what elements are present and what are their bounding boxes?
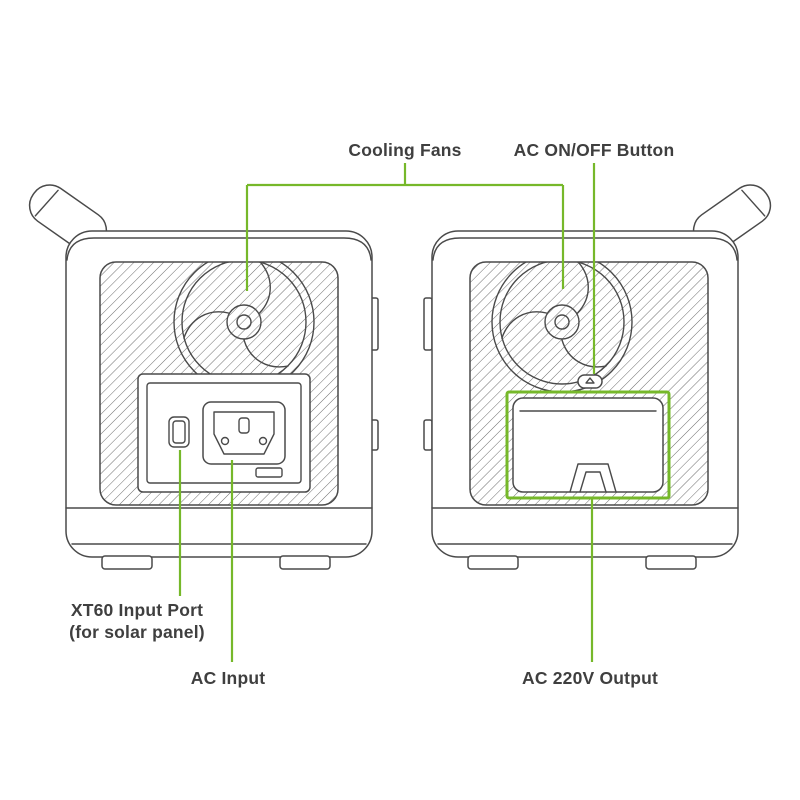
cooling-fans-callout-line xyxy=(245,163,565,291)
ac-output-highlight-frame xyxy=(505,390,671,500)
left-foot xyxy=(279,555,331,570)
callout-lines xyxy=(178,163,596,662)
ac-input-label: AC Input xyxy=(190,668,266,688)
ac-outlet-cover xyxy=(512,397,664,493)
left-input-panel xyxy=(137,373,311,493)
rating-label-plate xyxy=(255,467,283,478)
outlet-cover-latch-inner xyxy=(579,471,607,493)
ac-on-off-button xyxy=(577,374,603,389)
right-side-port-tab xyxy=(423,297,433,351)
ac-on-off-label: AC ON/OFF Button xyxy=(513,140,675,160)
xt60-label-line2: (for solar panel) xyxy=(69,622,205,643)
cooling-fans-label: Cooling Fans xyxy=(348,140,462,160)
ac-output-label: AC 220V Output xyxy=(521,668,659,688)
right-foot xyxy=(467,555,519,570)
left-foot xyxy=(101,555,153,570)
right-side-port-tab xyxy=(423,419,433,451)
outlet-cover-latch xyxy=(569,463,617,493)
xt60-label-line1: XT60 Input Port xyxy=(70,600,204,620)
xt60-label: XT60 Input Port (for solar panel) xyxy=(69,599,205,644)
ac-input-socket xyxy=(202,401,286,465)
right-device xyxy=(423,184,772,570)
right-foot xyxy=(645,555,697,570)
left-device xyxy=(28,184,379,570)
xt60-input-port xyxy=(168,416,190,448)
